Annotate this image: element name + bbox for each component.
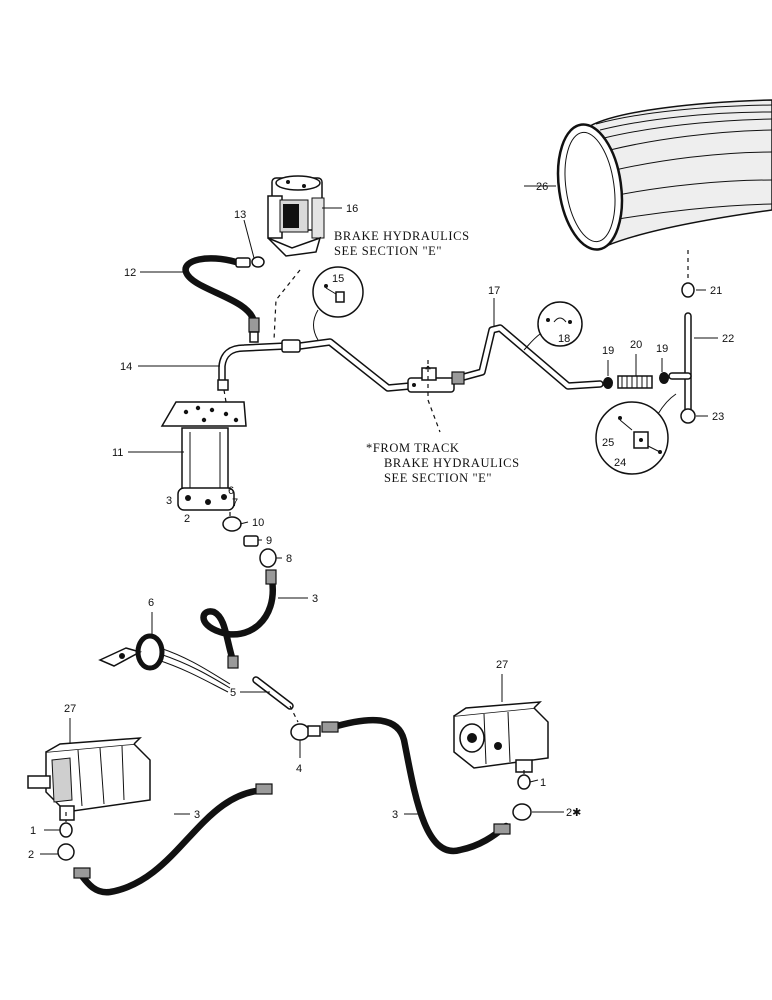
detail-circle-15: [312, 266, 364, 341]
hose-end-3-right-pump: [493, 823, 511, 835]
fitting-9: [243, 535, 259, 547]
hose-3-right: [326, 716, 510, 855]
callout-26: 26: [536, 181, 548, 193]
washer-19-right: [659, 372, 669, 384]
hose-3-upper: [200, 576, 277, 668]
hose-clamp-6: [98, 633, 231, 693]
callout-1-right: 1: [540, 777, 546, 789]
callout-19-right: 19: [656, 343, 668, 355]
fitting-13: [235, 256, 265, 268]
steel-tube-14: [218, 342, 290, 386]
callout-20: 20: [630, 339, 642, 351]
hose-end-3-lower: [227, 655, 239, 669]
gear-pump-left: [27, 737, 151, 821]
arrow-dash-track: [423, 365, 433, 373]
nut-23: [680, 408, 696, 424]
tee-fitting: [407, 367, 455, 393]
valve-dashed-line: [223, 389, 227, 403]
track-dashed-line: [427, 360, 441, 433]
elbow-2-left: [57, 843, 75, 861]
hose-end-3-left-pump: [73, 867, 91, 879]
elbow-8: [259, 548, 277, 568]
callout-24: 24: [614, 457, 626, 469]
fitting-1-left: [59, 822, 73, 838]
fitting-14-top: [249, 331, 259, 343]
gear-pump-right: [453, 701, 549, 773]
elbow-2-right: [512, 803, 532, 821]
callout-11: 11: [112, 447, 123, 459]
callout-27-left: 27: [64, 703, 76, 715]
hose-end-3-upper: [265, 569, 277, 585]
brake-note-line1: BRAKE HYDRAULICS: [334, 229, 470, 243]
track-note-line2: BRAKE HYDRAULICS: [384, 456, 520, 470]
hose-end-3-right: [321, 721, 339, 733]
port-label-6: 6: [228, 485, 234, 497]
callout-8: 8: [286, 553, 292, 565]
coupling-14: [281, 339, 301, 353]
callout-4: 4: [296, 763, 302, 775]
callout-2-left: 2: [28, 849, 34, 861]
callout-12: 12: [124, 267, 136, 279]
callout-21: 21: [710, 285, 722, 297]
brake-pump: [267, 175, 325, 257]
fitting-10: [222, 516, 242, 532]
callout-13: 13: [234, 209, 246, 221]
callout-6: 6: [148, 597, 154, 609]
callout-3-upper: 3: [312, 593, 318, 605]
port-label-3: 3: [166, 495, 172, 507]
callout-22: 22: [722, 333, 734, 345]
callout-14: 14: [120, 361, 132, 373]
callout-18: 18: [558, 333, 570, 345]
nut-21: [681, 282, 695, 298]
washer-19-left: [603, 377, 613, 389]
callout-27-right: 27: [496, 659, 508, 671]
brake-dashed-line: [273, 269, 301, 341]
steel-tube-5: [252, 676, 294, 710]
hydraulic-tank: [556, 99, 772, 251]
callout-9: 9: [266, 535, 272, 547]
detail-circle-18: [523, 301, 583, 351]
fitting-1-right: [517, 774, 531, 790]
steel-tube-center: [296, 338, 414, 392]
callout-2-right: 2✱: [566, 807, 581, 819]
track-note-line3: SEE SECTION "E": [384, 471, 492, 485]
callout-5: 5: [230, 687, 236, 699]
steel-tube-17: [456, 324, 604, 390]
callout-19-left: 19: [602, 345, 614, 357]
tee-fitting-4: [290, 723, 321, 741]
hose-12: [182, 255, 258, 338]
callout-10: 10: [252, 517, 264, 529]
hose-3-left: [78, 786, 272, 896]
spring-coils: [621, 376, 648, 388]
callout-3-left: 3: [194, 809, 200, 821]
detail-circle-24-25: [595, 393, 677, 475]
tube-nut-17: [451, 371, 465, 385]
tee-dashed-line: [289, 705, 299, 723]
port-label-7: 7: [232, 497, 238, 509]
callout-16: 16: [346, 203, 358, 215]
steel-tube-22: [668, 312, 692, 414]
callout-15: 15: [332, 273, 344, 285]
callout-3-right: 3: [392, 809, 398, 821]
brake-note-line2: SEE SECTION "E": [334, 244, 442, 258]
hose-end-3-left: [255, 783, 273, 795]
callout-1-left: 1: [30, 825, 36, 837]
fitting-14-bottom: [217, 379, 229, 391]
callout-25: 25: [602, 437, 614, 449]
track-note-line1: *FROM TRACK: [366, 441, 460, 455]
diverter-valve: [160, 401, 247, 511]
leader-lines: [40, 185, 718, 855]
hose-end-12: [248, 317, 260, 333]
port-label-2: 2: [184, 513, 190, 525]
callout-17: 17: [488, 285, 500, 297]
callout-23: 23: [712, 411, 724, 423]
